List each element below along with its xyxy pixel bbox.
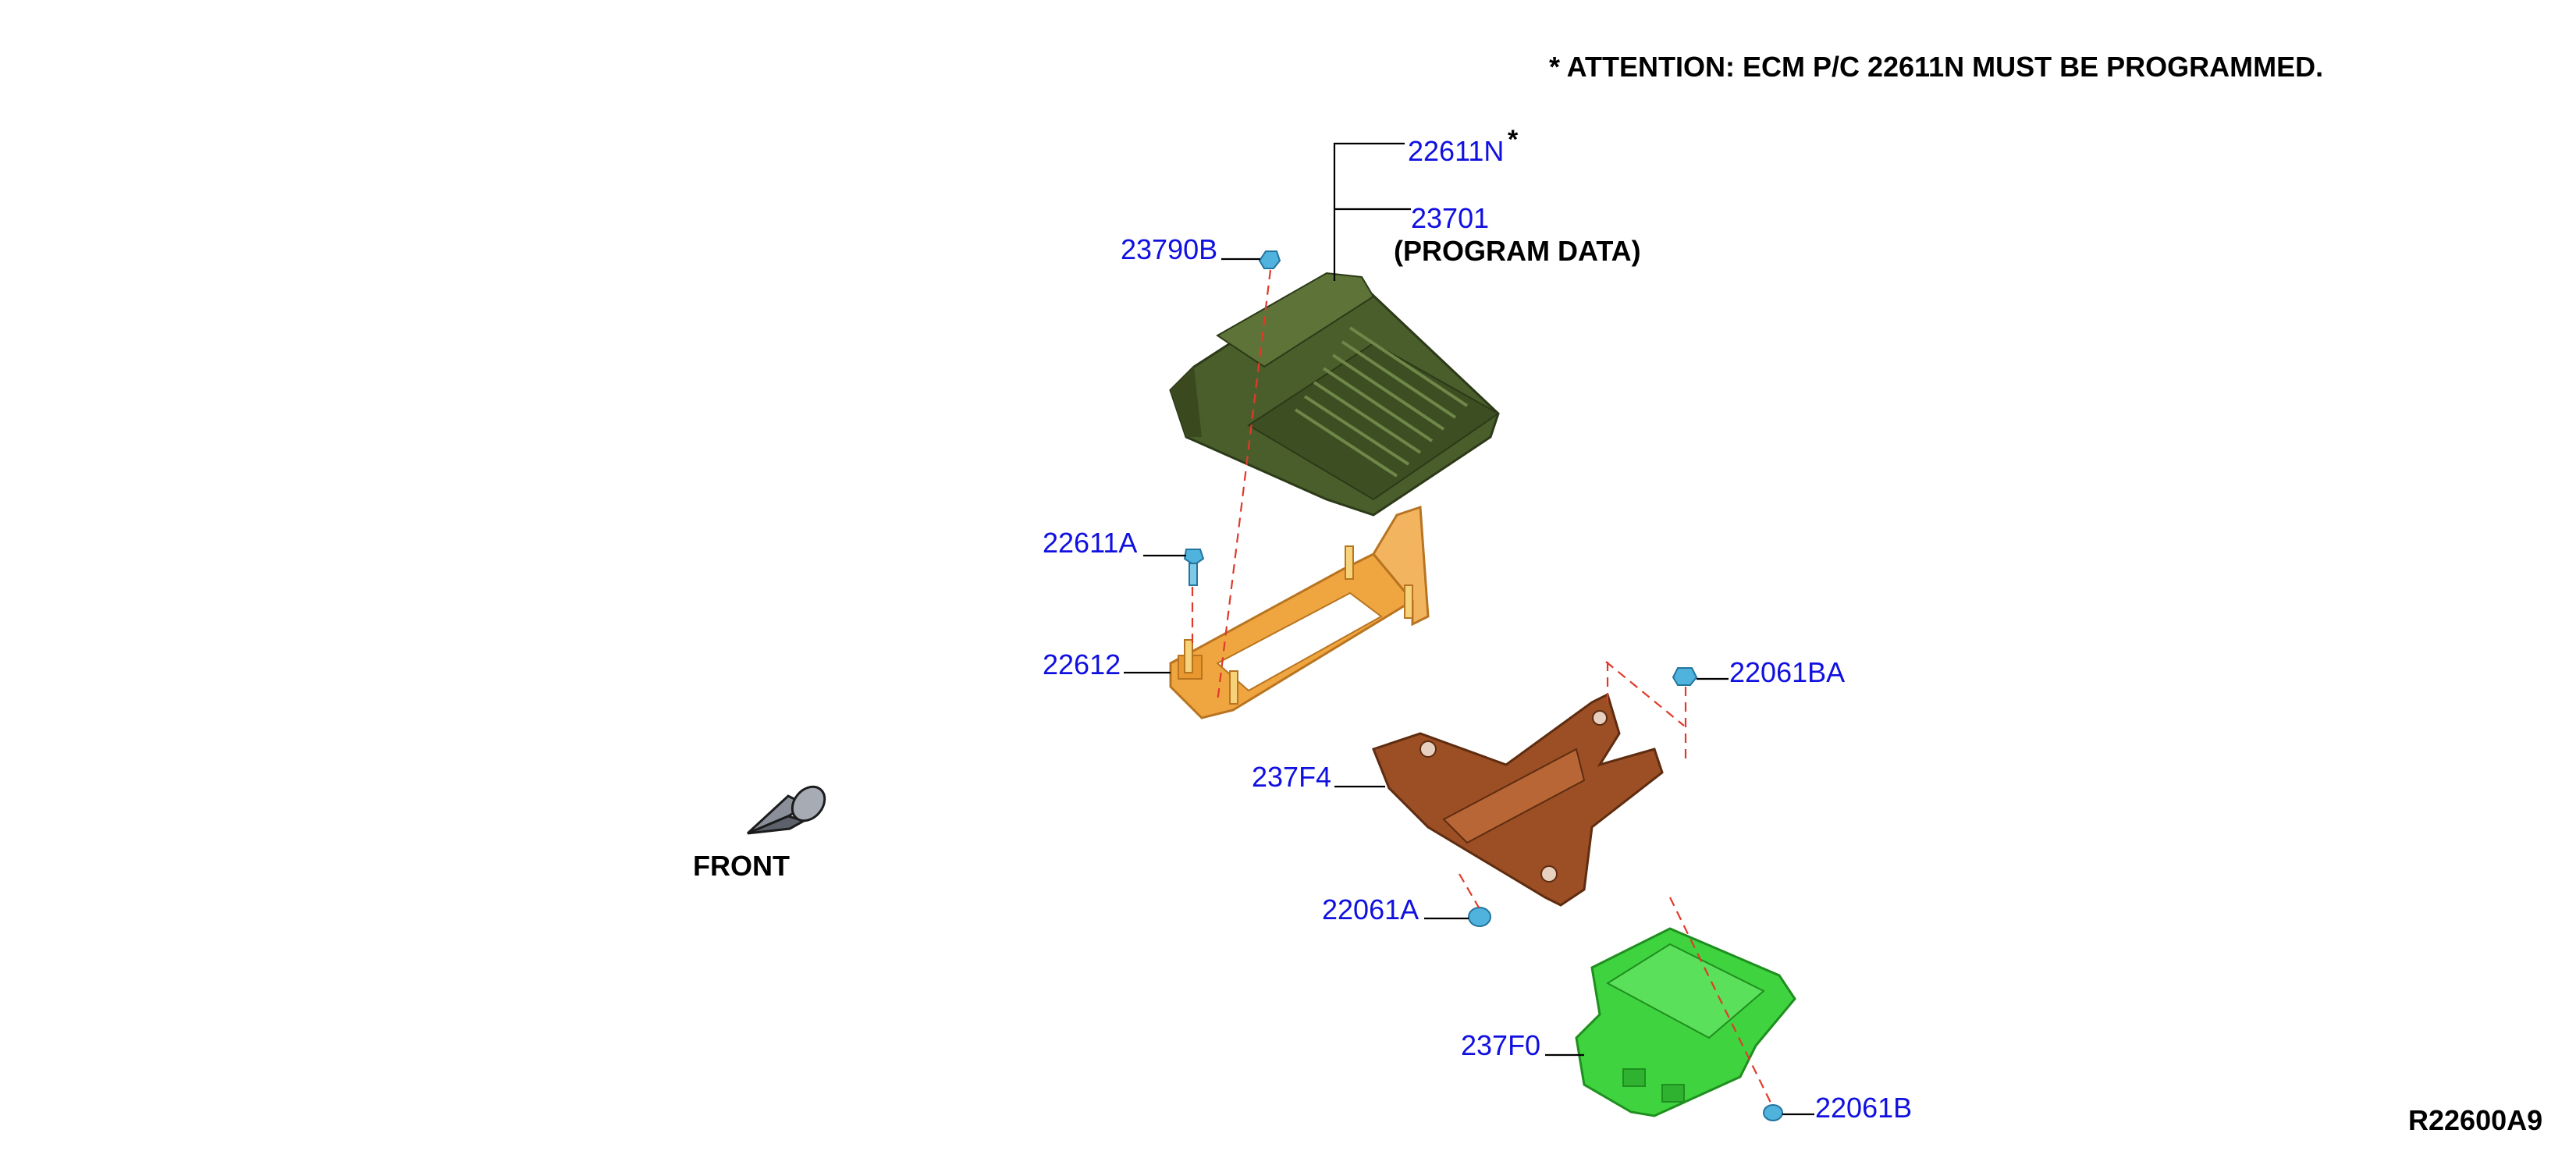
front-arrow-icon xyxy=(746,785,826,835)
callout-sub-module: 237F0 xyxy=(1461,1029,1540,1061)
sub-module[interactable] xyxy=(1575,927,1796,1117)
callout-nut-right: 22061BA xyxy=(1729,656,1845,688)
fastener-nut-right[interactable] xyxy=(1672,667,1698,686)
fastener-nut-lower[interactable] xyxy=(1468,907,1491,927)
sub-bracket[interactable] xyxy=(1372,692,1664,907)
leader-lines xyxy=(1124,142,1814,1116)
callout-ecm-bracket: 22612 xyxy=(1043,648,1121,680)
fastener-bolt[interactable] xyxy=(1183,549,1205,586)
assembly-lines xyxy=(1191,269,1772,1105)
ecm-module[interactable] xyxy=(1169,272,1500,517)
callout-program-data-code: 23701 xyxy=(1411,202,1489,234)
callout-program-data-label: (PROGRAM DATA) xyxy=(1394,235,1641,267)
attention-note: * ATTENTION: ECM P/C 22611N MUST BE PROG… xyxy=(1549,51,2323,83)
callout-bolt: 22611A xyxy=(1043,527,1137,559)
ecm-bracket[interactable] xyxy=(1169,505,1430,719)
diagram-code: R22600A9 xyxy=(2408,1104,2542,1136)
front-label: FRONT xyxy=(693,850,790,882)
callout-ecm: 22611N xyxy=(1408,135,1504,167)
callout-nut-lower: 22061A xyxy=(1322,893,1419,925)
callout-nut-top: 23790B xyxy=(1121,233,1217,265)
callout-nut-bottom: 22061B xyxy=(1815,1092,1912,1124)
fastener-nut-bottom[interactable] xyxy=(1763,1104,1783,1121)
bracket-pins xyxy=(1184,545,1413,705)
fastener-nut-top[interactable] xyxy=(1258,250,1281,269)
callout-ecm-asterisk: * xyxy=(1508,125,1519,155)
callout-sub-bracket: 237F4 xyxy=(1252,761,1331,793)
